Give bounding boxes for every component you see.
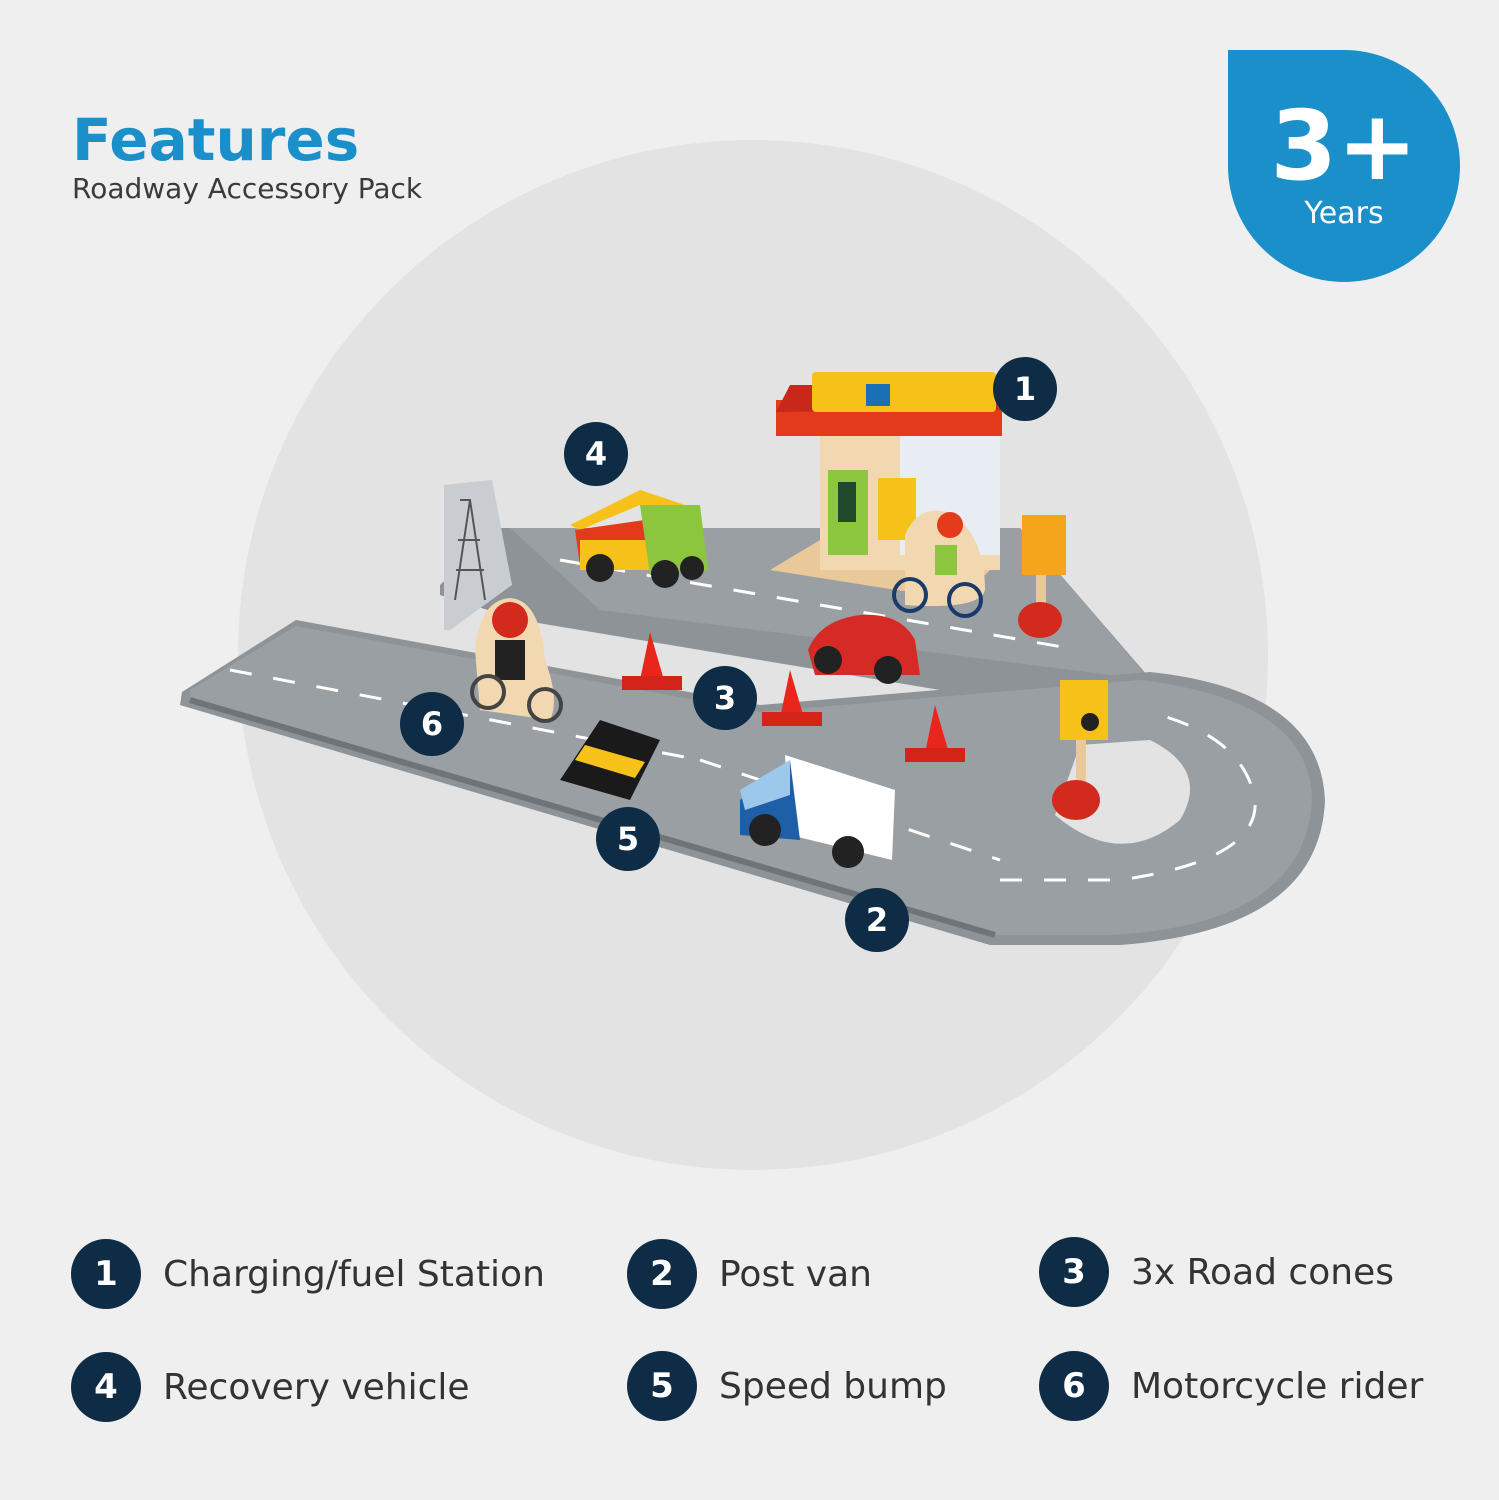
- legend-label: 3x Road cones: [1131, 1251, 1394, 1293]
- marker-3: 3: [693, 666, 757, 730]
- age-label: Years: [1304, 196, 1384, 231]
- road-cones-toy: [622, 632, 965, 762]
- legend-number: 6: [1039, 1351, 1109, 1421]
- pylon-piece: [444, 480, 512, 630]
- marker-1: 1: [993, 357, 1057, 421]
- motorcycle-rider-toy: [470, 598, 563, 723]
- legend-item-4: 4 Recovery vehicle: [71, 1352, 470, 1422]
- legend-label: Motorcycle rider: [1131, 1365, 1424, 1407]
- legend-number: 3: [1039, 1237, 1109, 1307]
- red-car-toy: [808, 614, 920, 684]
- marker-6: 6: [400, 692, 464, 756]
- cyclist-toy: [892, 510, 985, 618]
- legend-item-1: 1 Charging/fuel Station: [71, 1239, 545, 1309]
- legend-item-5: 5 Speed bump: [627, 1351, 947, 1421]
- legend-number: 4: [71, 1352, 141, 1422]
- legend-label: Recovery vehicle: [163, 1366, 470, 1408]
- marker-5: 5: [596, 807, 660, 871]
- legend-item-2: 2 Post van: [627, 1239, 872, 1309]
- recovery-vehicle-toy: [570, 490, 708, 588]
- marker-4: 4: [564, 422, 628, 486]
- legend-item-3: 3 3x Road cones: [1039, 1237, 1394, 1307]
- legend-number: 5: [627, 1351, 697, 1421]
- legend-label: Speed bump: [719, 1365, 947, 1407]
- age-number: 3+: [1270, 90, 1418, 202]
- phone-sign-toy: [1018, 515, 1066, 638]
- marker-2: 2: [845, 888, 909, 952]
- legend-label: Charging/fuel Station: [163, 1253, 545, 1295]
- speed-camera-sign-toy: [1052, 680, 1108, 820]
- legend-item-6: 6 Motorcycle rider: [1039, 1351, 1423, 1421]
- legend-number: 2: [627, 1239, 697, 1309]
- age-badge: 3+ Years: [1228, 50, 1460, 282]
- speed-bump-toy: [560, 720, 660, 800]
- legend-number: 1: [71, 1239, 141, 1309]
- page-title: Features: [72, 106, 360, 174]
- post-van-toy: [740, 755, 895, 868]
- page-subtitle: Roadway Accessory Pack: [72, 172, 423, 205]
- legend-label: Post van: [719, 1253, 872, 1295]
